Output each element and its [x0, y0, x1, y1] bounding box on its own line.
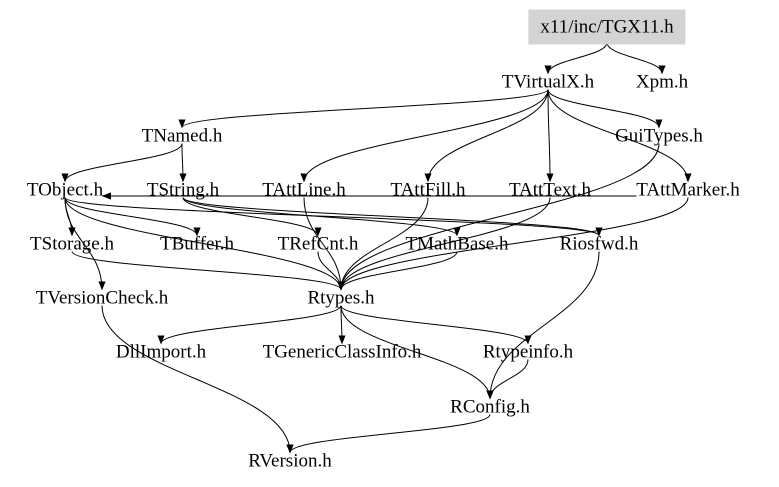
node-tstorage[interactable]: TStorage.h	[30, 233, 114, 255]
edge-rconfig-to-rversion	[286, 414, 491, 454]
node-tattfill[interactable]: TAttFill.h	[390, 179, 466, 201]
node-tbuffer[interactable]: TBuffer.h	[159, 233, 235, 255]
edge-tstring-to-riosfwd	[182, 197, 603, 237]
edge-tobject-to-tversioncheck	[64, 197, 106, 291]
edge-tgx11-to-tvirtualx	[544, 42, 608, 75]
node-rtypes[interactable]: Rtypes.h	[307, 287, 375, 309]
edge-tattline-to-rtypes	[303, 197, 345, 291]
edge-tobject-to-rtypes	[64, 197, 345, 291]
edge-tvirtualx-to-tattline	[300, 89, 549, 183]
edge-tstring-to-tmathbase	[182, 197, 461, 237]
edge-tvirtualx-to-guitypes	[547, 89, 663, 129]
node-tatttext[interactable]: TAttText.h	[508, 179, 592, 201]
edge-tattfill-to-rtypes	[337, 197, 429, 291]
node-rconfig[interactable]: RConfig.h	[450, 396, 530, 418]
node-trefcnt[interactable]: TRefCnt.h	[277, 233, 359, 255]
node-xpm[interactable]: Xpm.h	[635, 71, 689, 93]
edge-tobject-to-riosfwd	[64, 197, 603, 237]
edge-tstring-to-trefcnt	[182, 197, 322, 237]
edge-tmathbase-to-rtypes	[337, 251, 458, 291]
edge-tvirtualx-to-tatttext	[546, 89, 554, 183]
edge-tgx11-to-xpm	[606, 42, 666, 75]
node-tstring[interactable]: TString.h	[146, 179, 220, 201]
node-tobject[interactable]: TObject.h	[26, 179, 104, 201]
node-guitypes[interactable]: GuiTypes.h	[615, 125, 703, 147]
edge-tstorage-to-rtypes	[71, 251, 345, 291]
edge-tvirtualx-to-tattmarker	[547, 89, 692, 183]
node-tattline[interactable]: TAttLine.h	[262, 179, 346, 201]
node-dllimport[interactable]: DllImport.h	[115, 341, 207, 363]
edge-rtypes-to-rconfig	[340, 305, 494, 400]
edge-tvirtualx-to-tattfill	[424, 89, 549, 183]
edge-tnamed-to-tstring	[179, 143, 187, 183]
node-tvirtualx[interactable]: TVirtualX.h	[501, 71, 595, 93]
edge-tversioncheck-to-rversion	[101, 305, 294, 454]
node-tgx11[interactable]: x11/inc/TGX11.h	[528, 9, 686, 45]
node-rversion[interactable]: RVersion.h	[248, 450, 332, 472]
node-tgenericclassinfo[interactable]: TGenericClassInfo.h	[262, 341, 422, 363]
node-riosfwd[interactable]: Riosfwd.h	[559, 233, 639, 255]
node-tversioncheck[interactable]: TVersionCheck.h	[35, 287, 169, 309]
node-tmathbase[interactable]: TMathBase.h	[405, 233, 509, 255]
node-tnamed[interactable]: TNamed.h	[141, 125, 223, 147]
edge-tatttext-to-rtypes	[337, 197, 551, 291]
edge-tattmarker-to-rtypes	[337, 197, 689, 291]
edge-tnamed-to-tobject	[61, 143, 183, 183]
edge-tobject-to-tbuffer	[64, 197, 201, 237]
node-tattmarker[interactable]: TAttMarker.h	[636, 179, 740, 201]
edge-guitypes-to-rtypes	[337, 143, 660, 291]
node-rtypeinfo[interactable]: Rtypeinfo.h	[482, 341, 574, 363]
edge-rtypeinfo-to-rconfig	[486, 359, 529, 400]
edge-rtypes-to-dllimport	[157, 305, 342, 345]
edge-tvirtualx-to-tnamed	[178, 89, 549, 129]
edge-riosfwd-to-rconfig	[486, 251, 600, 400]
edge-rtypes-to-rtypeinfo	[340, 305, 532, 345]
